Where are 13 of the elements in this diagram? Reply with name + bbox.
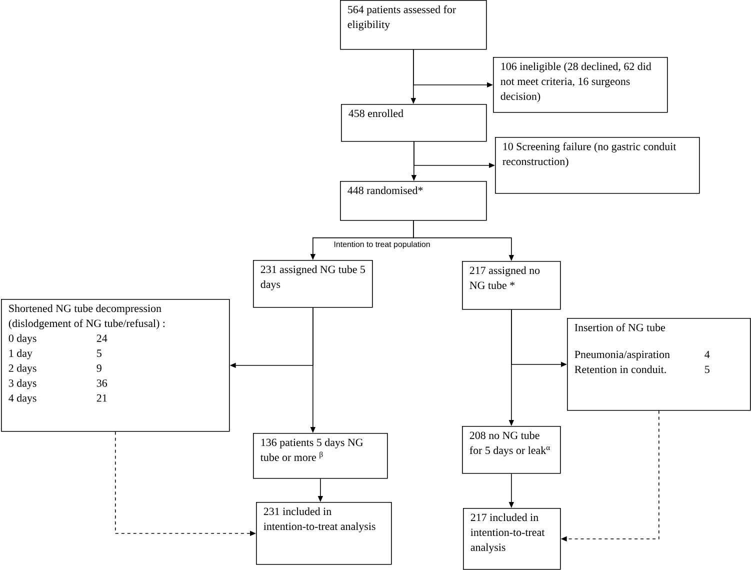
flow-box: 231 assigned NG tube 5 days bbox=[253, 260, 373, 308]
flow-box: 231 included in intention-to-treat analysis bbox=[256, 502, 392, 565]
flow-box: 208 no NG tube for 5 days or leak$^{α}$ bbox=[462, 426, 561, 474]
flow-box: Insertion of NG tube Pneumonia/aspiration 4 Retention in conduit. 5 bbox=[567, 318, 751, 411]
flow-box: 106 ineligible (28 declined, 62 did not meet criteria, 16 surgeons decision) bbox=[493, 57, 668, 113]
flow-box: 10 Screening failure (no gastric conduit reconstruction) bbox=[495, 137, 700, 194]
flow-box: 448 randomised* bbox=[340, 181, 487, 221]
flow-box: 564 patients assessed for eligibility bbox=[340, 0, 487, 50]
flow-box: Shortened NG tube decompression (dislodgement of NG tube/refusal) : 0 days 24 1 day 5 2 days 9 3 days 36 4 days 21 bbox=[1, 299, 230, 432]
flow-box: 458 enrolled bbox=[341, 104, 487, 142]
flow-box: 136 patients 5 days NG tube or more $^{β}$ bbox=[253, 433, 388, 479]
flow-box: 217 included in intention-to-treat analysis bbox=[463, 508, 561, 570]
flow-box: 217 assigned no NG tube * bbox=[462, 261, 561, 310]
